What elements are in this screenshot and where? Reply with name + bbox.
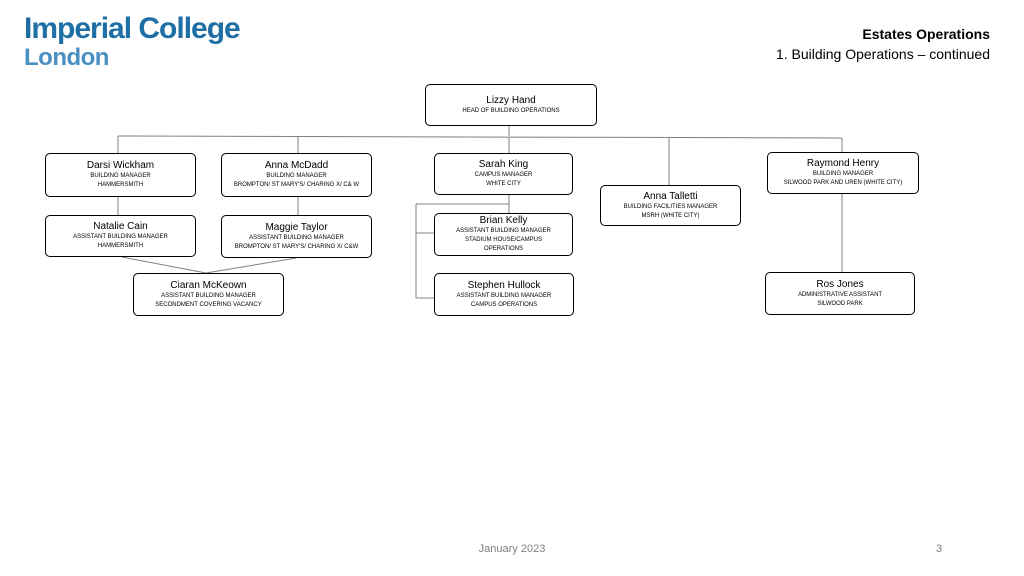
node-role: ASSISTANT BUILDING MANAGER: [73, 234, 168, 240]
node-role: ASSISTANT BUILDING MANAGER: [249, 234, 344, 241]
node-location: MSRH (WHITE CITY): [641, 212, 700, 219]
node-location: HAMMERSMITH: [97, 243, 144, 249]
connector-main-bus: [117, 135, 843, 139]
node-location: SECONDMENT COVERING VACANCY: [155, 301, 262, 308]
node-name: Raymond Henry: [806, 158, 880, 169]
org-node-stephen-hullock: Stephen Hullock ASSISTANT BUILDING MANAG…: [434, 273, 574, 316]
node-location: SILWOOD PARK AND UREN (WHITE CITY): [783, 180, 903, 186]
page-title: Estates Operations: [862, 26, 990, 42]
node-role: ASSISTANT BUILDING MANAGER: [456, 292, 552, 299]
org-node-brian-kelly: Brian Kelly ASSISTANT BUILDING MANAGER S…: [434, 213, 573, 256]
node-name: Darsi Wickham: [86, 160, 155, 171]
node-location: HAMMERSMITH: [97, 182, 144, 188]
imperial-college-logo: Imperial College London: [24, 12, 241, 71]
logo-line-1: Imperial College: [24, 12, 241, 45]
node-location: BROMPTON/ ST MARY'S/ CHARING X/ C&W: [234, 243, 359, 250]
node-role: HEAD OF BUILDING OPERATIONS: [462, 107, 560, 114]
node-name: Ciaran McKeown: [170, 279, 247, 291]
connector-natalie-ciaran: [121, 256, 207, 274]
node-role: BUILDING FACILITIES MANAGER: [623, 203, 718, 210]
node-role: CAMPUS MANAGER: [474, 172, 533, 178]
node-name: Stephen Hullock: [467, 279, 541, 291]
node-location: STADIUM HOUSE/CAMPUS: [465, 237, 542, 243]
node-location: WHITE CITY: [486, 181, 521, 187]
logo-line-2: London: [24, 44, 109, 71]
node-location-2: OPERATIONS: [484, 246, 523, 252]
node-name: Maggie Taylor: [265, 221, 328, 233]
org-node-maggie-taylor: Maggie Taylor ASSISTANT BUILDING MANAGER…: [221, 215, 372, 258]
org-node-sarah-king: Sarah King CAMPUS MANAGER WHITE CITY: [434, 153, 573, 195]
org-node-ros-jones: Ros Jones ADMINISTRATIVE ASSISTANT SILWO…: [765, 272, 915, 315]
node-role: BUILDING MANAGER: [812, 171, 874, 177]
node-role: ADMINISTRATIVE ASSISTANT: [797, 291, 883, 298]
footer-date: January 2023: [478, 543, 546, 555]
node-role: ASSISTANT BUILDING MANAGER: [456, 228, 551, 234]
org-node-natalie-cain: Natalie Cain ASSISTANT BUILDING MANAGER …: [45, 215, 196, 257]
node-name: Natalie Cain: [93, 221, 148, 232]
node-role: BUILDING MANAGER: [90, 173, 151, 179]
node-name: Brian Kelly: [479, 215, 528, 226]
node-role: ASSISTANT BUILDING MANAGER: [161, 292, 256, 299]
node-name: Anna Talletti: [643, 190, 698, 202]
node-name: Ros Jones: [816, 278, 864, 290]
node-name: Lizzy Hand: [486, 94, 536, 106]
org-node-lizzy-hand: Lizzy Hand HEAD OF BUILDING OPERATIONS: [425, 84, 597, 126]
node-location: BROMPTON/ ST MARY'S/ CHARING X/ C& W: [233, 182, 360, 188]
node-role: BUILDING MANAGER: [266, 173, 327, 179]
org-node-anna-mcdadd: Anna McDadd BUILDING MANAGER BROMPTON/ S…: [221, 153, 372, 197]
org-node-darsi-wickham: Darsi Wickham BUILDING MANAGER HAMMERSMI…: [45, 153, 196, 197]
org-node-anna-talletti: Anna Talletti BUILDING FACILITIES MANAGE…: [600, 185, 741, 226]
connector-maggie-ciaran: [205, 257, 297, 274]
node-name: Anna McDadd: [264, 160, 329, 171]
page-number: 3: [936, 543, 943, 555]
node-location: SILWOOD PARK: [817, 300, 863, 307]
page-subtitle: 1. Building Operations – continued: [775, 46, 990, 62]
node-location: CAMPUS OPERATIONS: [470, 301, 538, 308]
org-node-ciaran-mckeown: Ciaran McKeown ASSISTANT BUILDING MANAGE…: [133, 273, 284, 316]
org-node-raymond-henry: Raymond Henry BUILDING MANAGER SILWOOD P…: [767, 152, 919, 194]
node-name: Sarah King: [478, 159, 529, 170]
